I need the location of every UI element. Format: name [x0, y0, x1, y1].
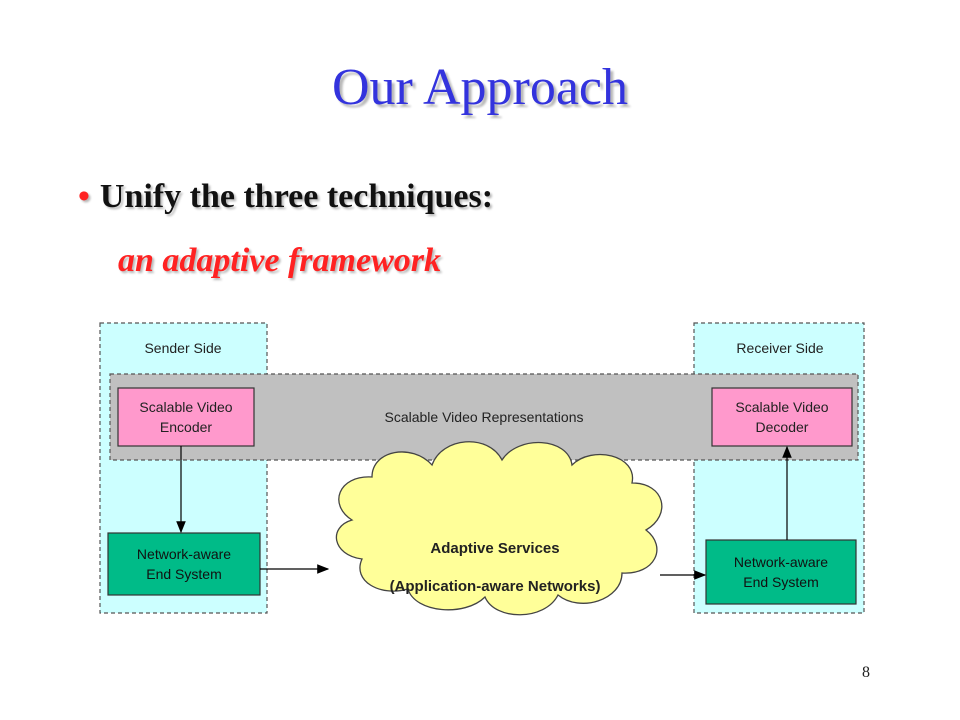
bullet-subtext: an adaptive framework: [118, 242, 441, 279]
cloud-label-line2: (Application-aware Networks): [390, 578, 601, 595]
decoder-box: [711, 387, 853, 447]
receiver-endsystem-line2: End System: [743, 574, 818, 590]
bullet-text: Unify the three techniques:: [99, 178, 494, 215]
representations-label: Scalable Video Representations: [385, 409, 584, 425]
receiver-side-label: Receiver Side: [736, 340, 823, 356]
sender-endsystem-box: [107, 532, 261, 596]
encoder-label-line2: Encoder: [160, 419, 212, 435]
bullet-dot-icon: •: [78, 178, 90, 215]
decoder-label-line2: Decoder: [756, 419, 809, 435]
receiver-endsystem-line1: Network-aware: [734, 554, 828, 570]
adaptive-services-cloud: [335, 441, 663, 616]
decoder-label-line1: Scalable Video: [735, 399, 828, 415]
encoder-label-line1: Scalable Video: [139, 399, 232, 415]
receiver-endsystem-box: [705, 539, 857, 605]
sender-endsystem-line2: End System: [146, 566, 221, 582]
page-number: 8: [862, 664, 870, 681]
cloud-label-line1: Adaptive Services: [430, 540, 559, 557]
sender-endsystem-line1: Network-aware: [137, 546, 231, 562]
sender-side-label: Sender Side: [144, 340, 221, 356]
bullet-item: •Unify the three techniques:: [78, 180, 493, 214]
encoder-box: [117, 387, 255, 447]
framework-diagram: Sender Side Receiver Side Scalable Video…: [99, 322, 865, 616]
slide-title: Our Approach: [331, 59, 629, 116]
